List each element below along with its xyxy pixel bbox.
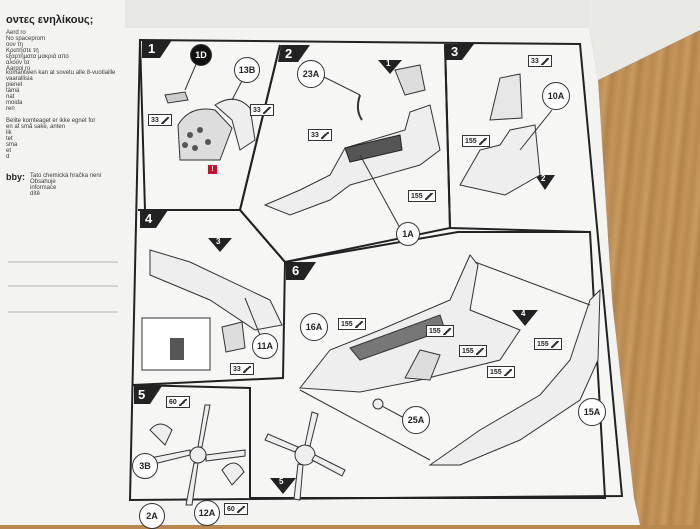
text-line: ουν τη bbox=[6, 42, 23, 48]
text-line: en af små sake, anten bbox=[6, 124, 66, 130]
text-line: d bbox=[6, 154, 10, 160]
subref-step-4: 4 bbox=[521, 309, 526, 318]
text-line: lik bbox=[6, 130, 12, 136]
step-number-6: 6 bbox=[292, 263, 300, 278]
text-line: sma bbox=[6, 142, 18, 148]
subref-step-2: 2 bbox=[541, 174, 546, 183]
part-callout-10A: 10A bbox=[542, 82, 570, 110]
part-callout-3B: 3B bbox=[132, 453, 158, 479]
text-line: pienet bbox=[6, 82, 23, 88]
step-number-1: 1 bbox=[148, 41, 156, 56]
text-line: nat bbox=[6, 94, 15, 100]
paint-ref: 155 bbox=[462, 135, 490, 147]
text-line: Aarpoi ro bbox=[6, 66, 31, 72]
text-line: αλούν τα bbox=[6, 60, 30, 66]
text-line: Κρατήστε τη bbox=[6, 48, 39, 54]
part-callout-16A: 16A bbox=[300, 313, 328, 341]
part-callout-23A: 23A bbox=[297, 60, 325, 88]
part-callout-1D: 1D bbox=[190, 44, 212, 66]
text-line: tämä bbox=[6, 88, 20, 94]
text-line: No spaceprom bbox=[6, 36, 46, 42]
part-callout-2A: 2A bbox=[139, 503, 165, 529]
paint-ref: 155 bbox=[534, 338, 562, 350]
part-callout-15A: 15A bbox=[578, 398, 606, 426]
text-line: Obsahuje bbox=[30, 179, 56, 185]
text-line: εξαρτήματα μακριά απο bbox=[6, 54, 69, 60]
text-line: et bbox=[6, 148, 12, 154]
text-line: moida bbox=[6, 100, 23, 106]
paint-ref: 33 bbox=[250, 104, 274, 116]
paint-ref: 33 bbox=[148, 114, 172, 126]
paint-ref: 155 bbox=[487, 366, 515, 378]
part-callout-11A: 11A bbox=[252, 333, 278, 359]
paint-ref: 155 bbox=[408, 190, 436, 202]
text-line: komantwen kan at sovetu alle 8-vuotiaill… bbox=[6, 70, 116, 76]
subref-step-1: 1 bbox=[386, 59, 391, 68]
left-text-block-a: Aerd ro No spaceprom ουν τη Κρατήστε τη … bbox=[6, 30, 124, 72]
greek-heading: οντες ενηλίκους; bbox=[6, 14, 94, 26]
part-callout-13B: 13B bbox=[234, 57, 260, 83]
paint-ref: 60 bbox=[224, 503, 248, 515]
step-number-3: 3 bbox=[451, 44, 459, 59]
warning-badge: ! bbox=[208, 165, 217, 174]
paint-ref: 155 bbox=[459, 345, 487, 357]
paint-ref: 60 bbox=[166, 396, 190, 408]
step-number-5: 5 bbox=[138, 387, 146, 402]
subref-step-3: 3 bbox=[216, 237, 221, 246]
text-line: dítě bbox=[30, 191, 41, 197]
paint-ref: 33 bbox=[308, 129, 332, 141]
step-number-4: 4 bbox=[145, 211, 153, 226]
text-line: vaarallisia bbox=[6, 76, 33, 82]
part-callout-1A: 1A bbox=[396, 222, 420, 246]
step-number-2: 2 bbox=[285, 46, 293, 61]
paint-ref: 33 bbox=[230, 363, 254, 375]
text-line: ren bbox=[6, 106, 15, 112]
paint-ref: 33 bbox=[528, 55, 552, 67]
text-line: tet bbox=[6, 136, 13, 142]
part-callout-25A: 25A bbox=[402, 406, 430, 434]
paint-ref: 155 bbox=[426, 325, 454, 337]
part-callout-12A: 12A bbox=[194, 500, 220, 526]
subref-step-5: 5 bbox=[279, 477, 284, 486]
text-line: Aerd ro bbox=[6, 30, 26, 36]
paint-ref: 155 bbox=[338, 318, 366, 330]
text-line: Belite komteaget er ikke egnet for bbox=[6, 118, 96, 124]
left-text-block-b: komantwen kan at sovetu alle 8-vuotiaill… bbox=[6, 70, 124, 112]
left-text-block-d: Tato chemická hračka není Obsahuje infor… bbox=[30, 173, 124, 197]
text-line: Tato chemická hračka není bbox=[30, 173, 102, 179]
section-heading: bby: bbox=[6, 172, 25, 182]
left-text-block-c: Belite komteaget er ikke egnet for en af… bbox=[6, 118, 124, 160]
text-line: informace bbox=[30, 185, 57, 191]
